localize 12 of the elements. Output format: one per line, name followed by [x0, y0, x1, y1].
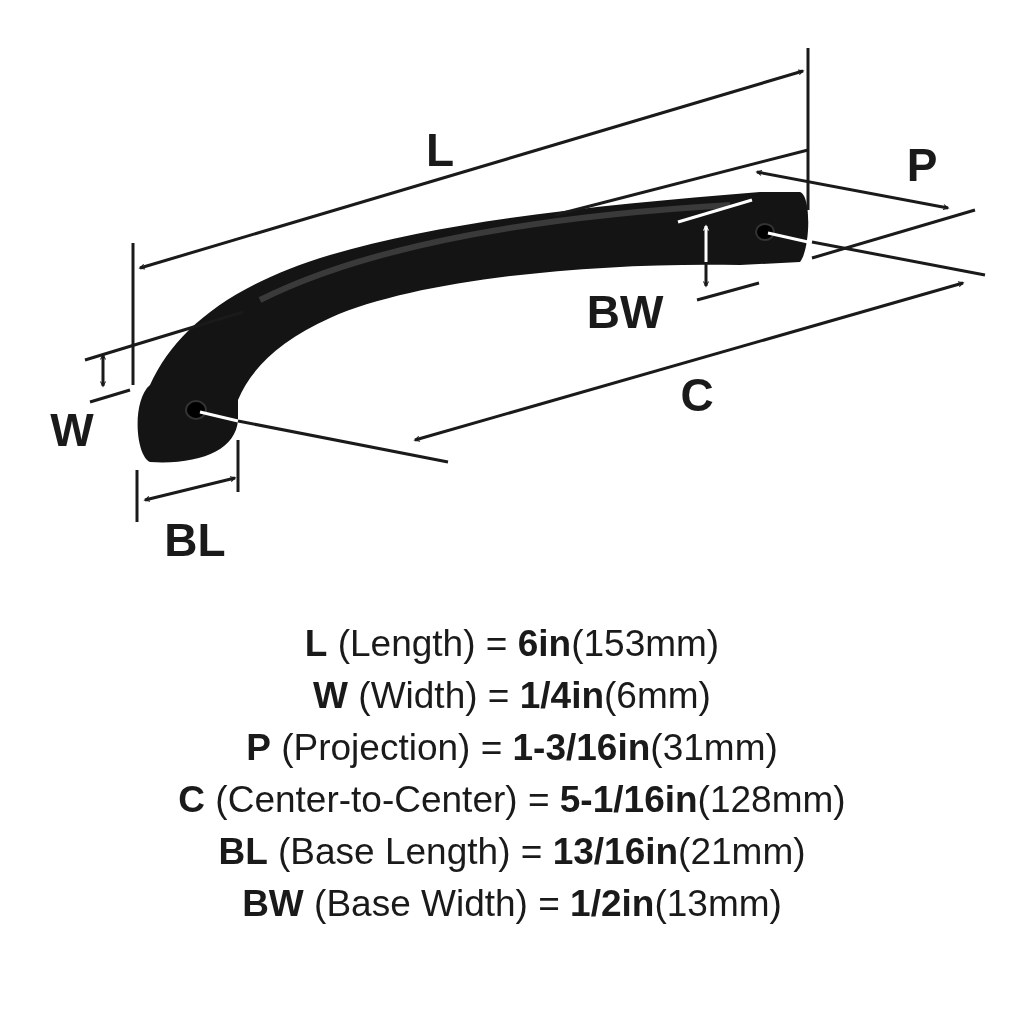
dimension-letter: W [50, 407, 94, 453]
dimension-letter: P [906, 142, 938, 188]
dimension-spec: P (Projection) = 1-3/16in(31mm) [246, 726, 778, 770]
dimension-spec: C (Center-to-Center) = 5-1/16in(128mm) [178, 778, 846, 822]
dimension-letter: BL [164, 517, 226, 563]
dimension-spec: BL (Base Length) = 13/16in(21mm) [218, 830, 806, 874]
dimension-letter: BW [586, 289, 664, 335]
dimension-spec: L (Length) = 6in(153mm) [304, 622, 720, 666]
dimension-letter: L [425, 127, 455, 173]
dimension-spec: BW (Base Width) = 1/2in(13mm) [242, 882, 782, 926]
dimension-spec: W (Width) = 1/4in(6mm) [313, 674, 711, 718]
dimension-letter: C [680, 372, 714, 418]
